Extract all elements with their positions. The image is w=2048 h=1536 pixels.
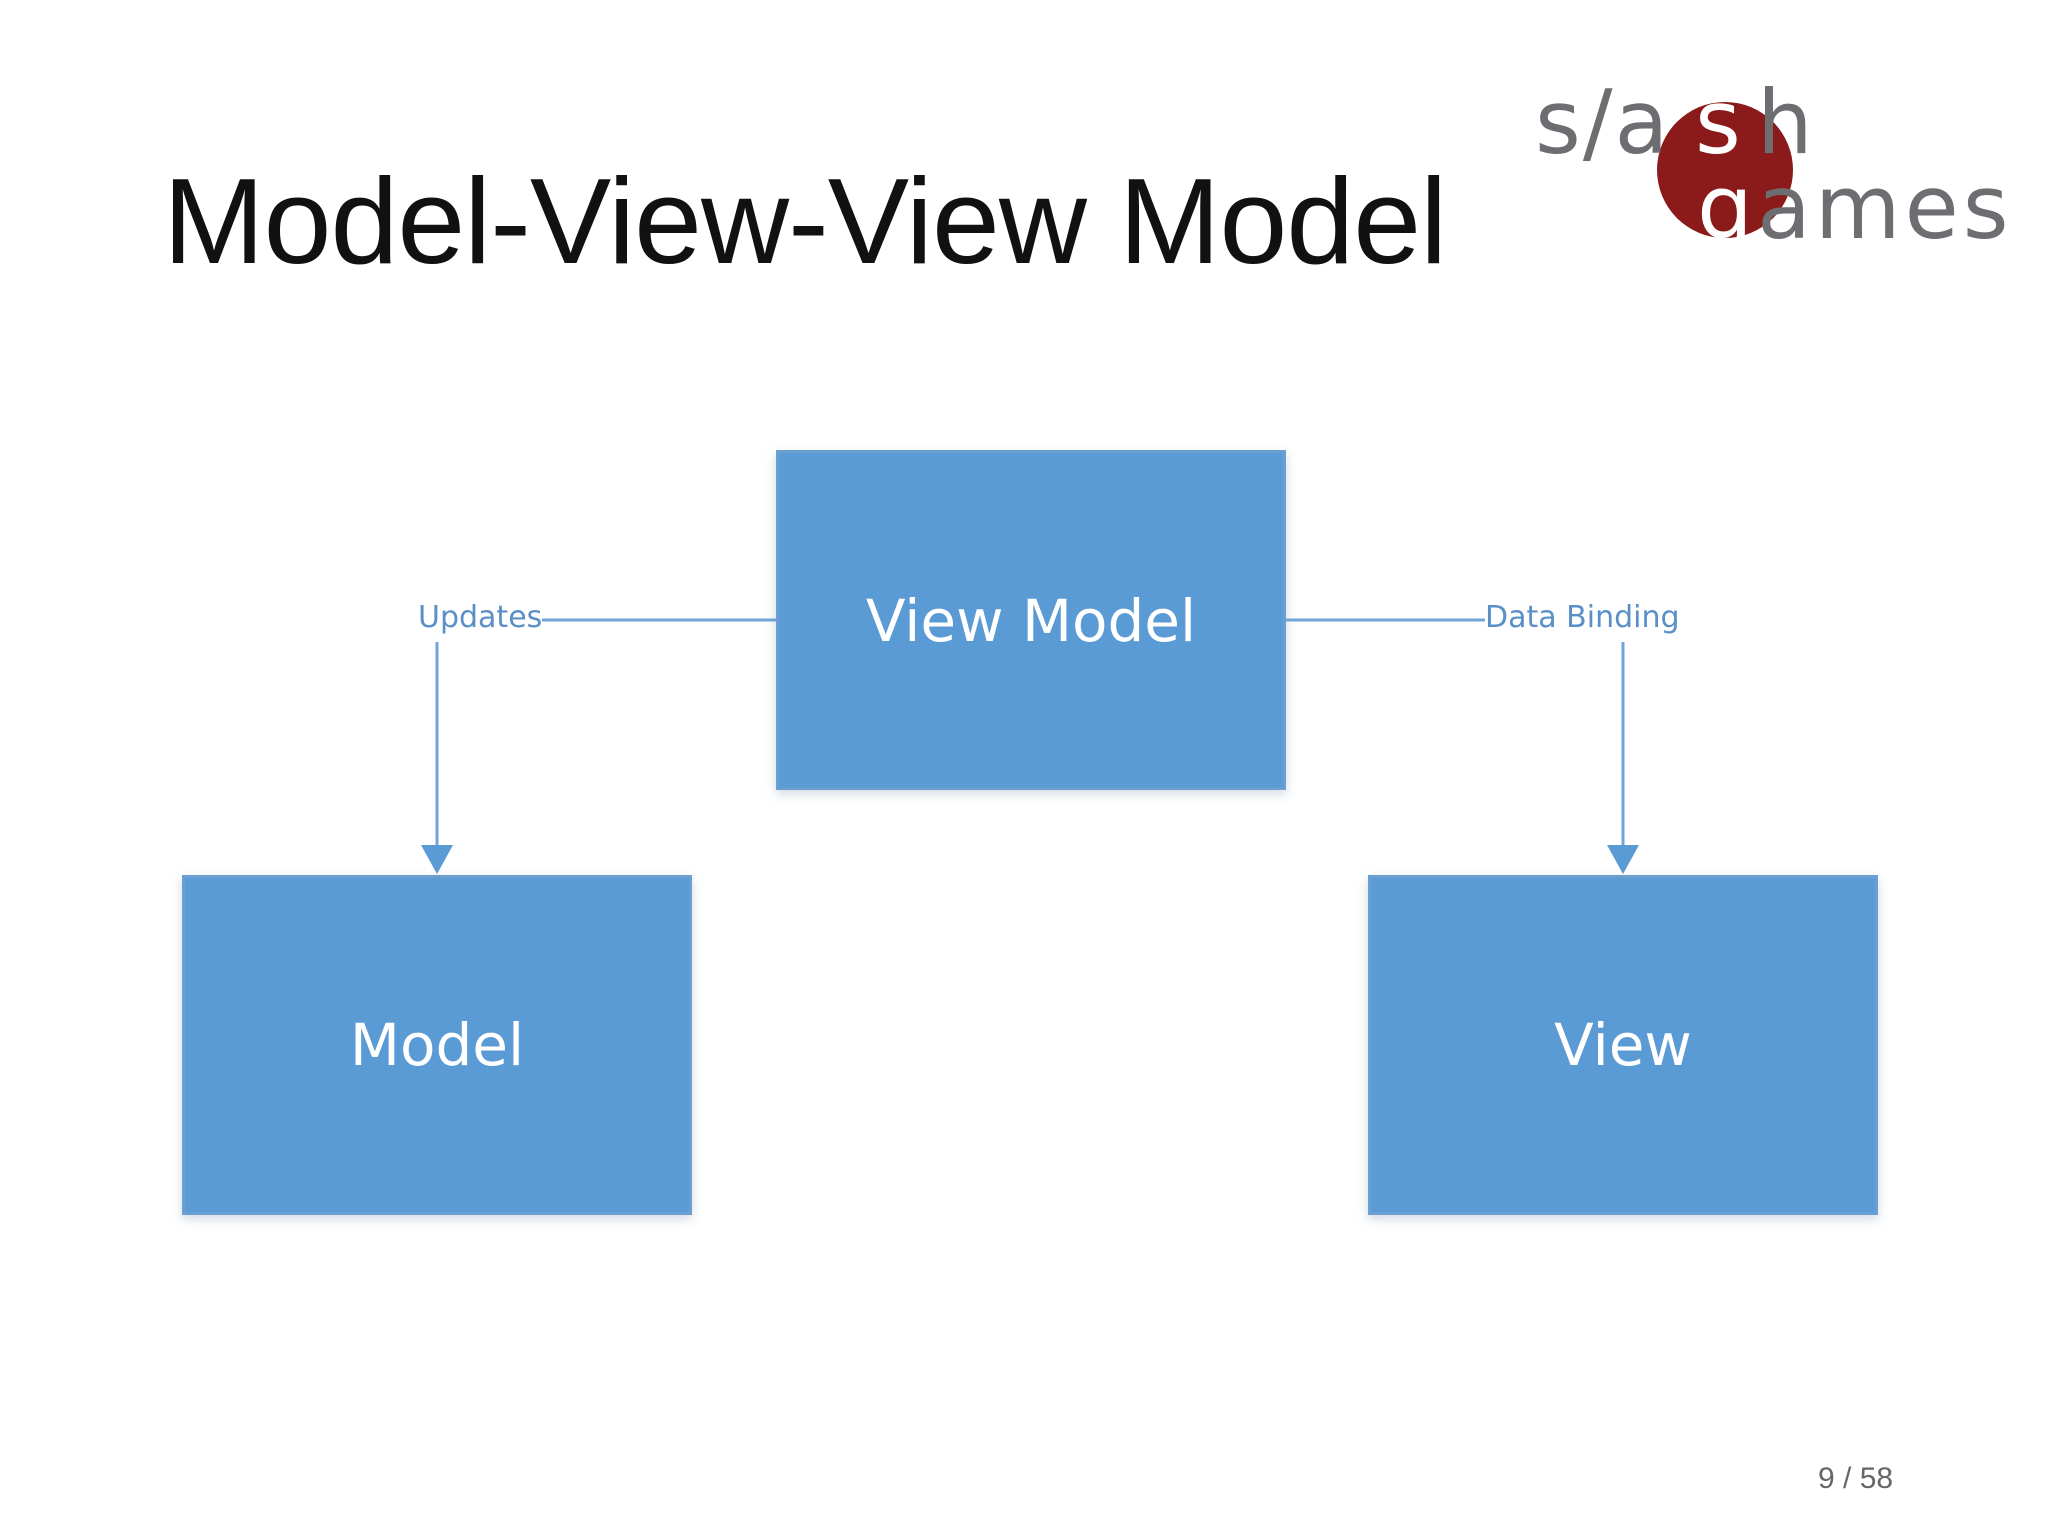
view-model-label: View Model	[865, 587, 1197, 655]
logo-circle-g: g	[1697, 156, 1753, 259]
logo-circle-s: s	[1695, 71, 1741, 174]
data-binding-label: Data Binding	[1485, 600, 1680, 635]
page-number: 9 / 58	[1818, 1462, 1894, 1495]
logo-emblem-circle	[1657, 102, 1793, 238]
data-binding-connector	[1286, 618, 1639, 874]
updates-connector	[421, 618, 776, 874]
slash-games-logo: s/a s h g ames	[1535, 71, 2013, 259]
view-model-box: View Model	[776, 450, 1286, 790]
logo-text-h: h	[1757, 71, 1813, 174]
view-box: View	[1368, 875, 1878, 1215]
view-label: View	[1554, 1011, 1692, 1079]
logo-text-ames: ames	[1757, 156, 2013, 259]
updates-label: Updates	[418, 600, 543, 635]
logo-text-top: s/a	[1535, 71, 1670, 174]
model-label: Model	[349, 1011, 525, 1079]
updates-arrowhead	[421, 845, 453, 874]
binding-arrowhead	[1607, 845, 1639, 874]
slide-title: Model-View-View Model	[163, 153, 1447, 289]
model-box: Model	[182, 875, 692, 1215]
